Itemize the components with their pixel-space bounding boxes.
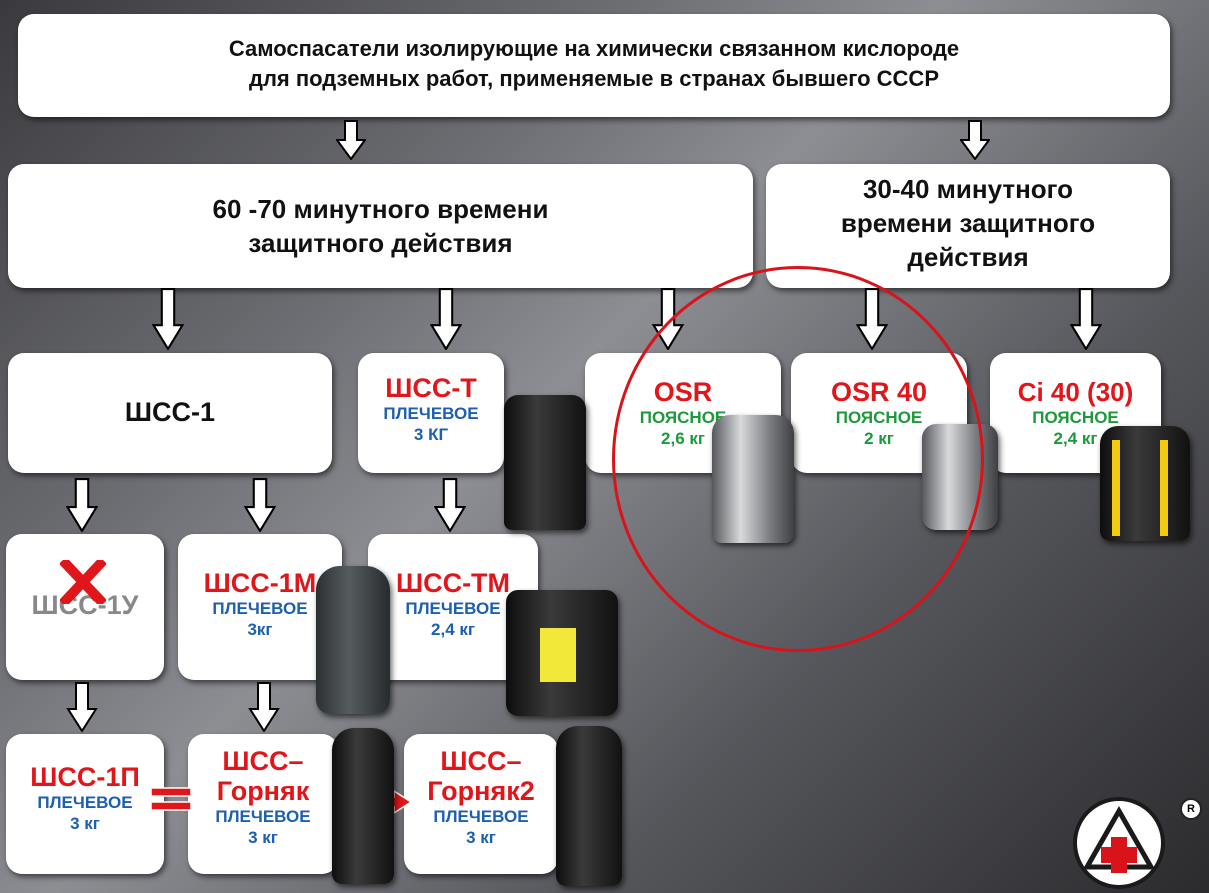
category-30-40-min: 30-40 минутного времени защитного действ…: [766, 164, 1170, 288]
device-name: ШСС-1У: [31, 590, 139, 620]
device-weight: 3 КГ: [413, 425, 449, 444]
down-arrow-icon: [1070, 288, 1102, 350]
device-shss-1u: ШСС-1У: [6, 534, 164, 680]
down-arrow-icon: [434, 478, 466, 532]
device-mount: ПЛЕЧЕВОЕ: [433, 807, 529, 826]
device-shss-1m: ШСС-1М ПЛЕЧЕВОЕ 3кг: [178, 534, 342, 680]
device-mount: ПЛЕЧЕВОЕ: [212, 599, 308, 618]
device-name: ШСС-Т: [385, 373, 477, 403]
device-shss-gornyak-2: ШСС– Горняк2 ПЛЕЧЕВОЕ 3 кг: [404, 734, 558, 874]
down-arrow-icon: [244, 478, 276, 532]
down-arrow-icon: [248, 682, 280, 732]
device-weight: 3 кг: [248, 828, 278, 847]
device-name: ШСС-1П: [30, 762, 140, 792]
device-name: ШСС-ТМ: [395, 568, 511, 598]
red-cross-icon: [1082, 805, 1156, 873]
down-arrow-icon: [960, 120, 990, 160]
down-arrow-icon: [66, 478, 98, 532]
category-60-70-min: 60 -70 минутного времени защитного дейст…: [8, 164, 753, 288]
device-weight: 2,4 кг: [1053, 429, 1098, 448]
registered-mark: R: [1180, 798, 1202, 820]
device-name: ШСС-1М: [203, 568, 317, 598]
device-shss-t: ШСС-Т ПЛЕЧЕВОЕ 3 КГ: [358, 353, 504, 473]
title-box: Самоспасатели изолирующие на химически с…: [18, 14, 1170, 117]
device-mount: ПЛЕЧЕВОЕ: [215, 807, 311, 826]
down-arrow-icon: [66, 682, 98, 732]
device-weight: 2,4 кг: [431, 620, 475, 639]
device-name-line-2: Горняк2: [427, 776, 535, 806]
title-line-2: для подземных работ, применяемые в стран…: [248, 66, 939, 91]
shss-gornyak-device-image: [332, 728, 394, 884]
logo-icon: [1073, 797, 1165, 889]
device-mount: ПОЯСНОЕ: [1032, 408, 1119, 427]
device-weight: 3кг: [247, 620, 273, 639]
equals-icon: [150, 787, 192, 811]
shss-tm-yellow-label: [540, 628, 576, 682]
category-60-70-line-1: 60 -70 минутного времени: [212, 194, 549, 224]
title-line-1: Самоспасатели изолирующие на химически с…: [228, 36, 960, 61]
ci-40-yellow-stripe: [1160, 440, 1168, 536]
category-30-40-line-2: времени защитного: [840, 208, 1096, 238]
device-weight: 3 кг: [70, 814, 100, 833]
device-shss-1: ШСС-1: [8, 353, 332, 473]
device-name: Ci 40 (30): [1017, 377, 1134, 407]
down-arrow-icon: [336, 120, 366, 160]
category-30-40-line-1: 30-40 минутного: [862, 174, 1074, 204]
device-name-line-1: ШСС–: [440, 746, 522, 776]
device-name-line-1: ШСС–: [222, 746, 304, 776]
crossed-out-icon: [60, 560, 106, 604]
shss-1m-device-image: [316, 566, 390, 714]
device-shss-gornyak: ШСС– Горняк ПЛЕЧЕВОЕ 3 кг: [188, 734, 338, 874]
category-30-40-line-3: действия: [907, 242, 1029, 272]
device-weight: 3 кг: [466, 828, 496, 847]
shss-t-device-image: [504, 395, 586, 530]
down-arrow-icon: [430, 288, 462, 350]
down-arrow-icon: [152, 288, 184, 350]
category-60-70-line-2: защитного действия: [248, 228, 513, 258]
device-mount: ПЛЕЧЕВОЕ: [383, 404, 479, 423]
device-mount: ПЛЕЧЕВОЕ: [37, 793, 133, 812]
ci-40-yellow-stripe: [1112, 440, 1120, 536]
device-name: ШСС-1: [124, 397, 216, 427]
device-mount: ПЛЕЧЕВОЕ: [405, 599, 501, 618]
highlight-circle: [612, 266, 984, 652]
shss-gornyak-2-device-image: [556, 726, 622, 886]
device-name-line-2: Горняк: [216, 776, 310, 806]
device-shss-1p: ШСС-1П ПЛЕЧЕВОЕ 3 кг: [6, 734, 164, 874]
